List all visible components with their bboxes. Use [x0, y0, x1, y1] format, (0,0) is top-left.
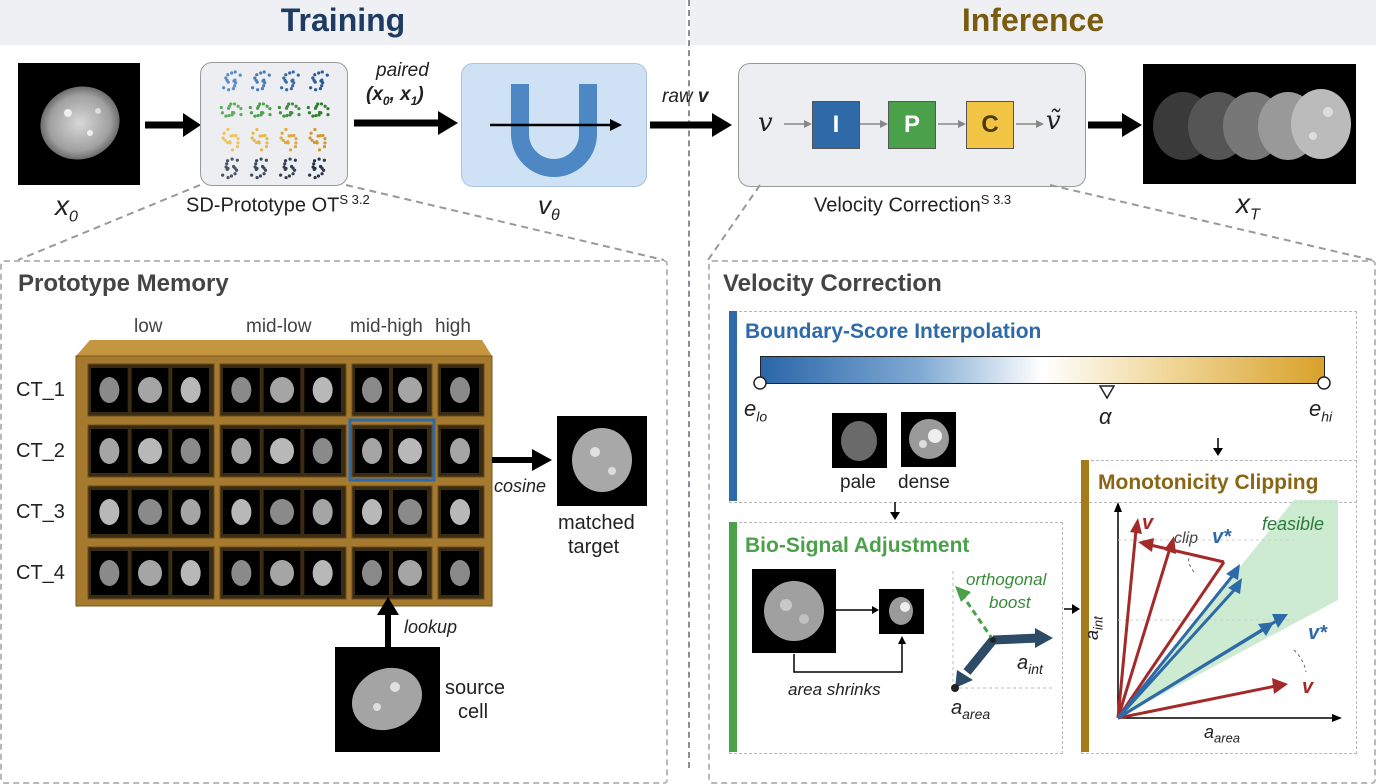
interpolation-gradient-bar — [760, 356, 1325, 384]
bio-signal-block: P — [888, 101, 936, 149]
a-int-label: aint — [1017, 652, 1043, 677]
orthogonal-boost-diagram — [951, 568, 1055, 692]
flow-small-arrows — [890, 438, 1223, 614]
feasible-label: feasible — [1262, 514, 1325, 534]
x0-label: x0 — [55, 190, 78, 226]
clipping-block: C — [966, 101, 1014, 149]
col-mid-low: mid-low — [246, 316, 312, 337]
row-ct4: CT_4 — [16, 562, 65, 584]
v-star-label-bottom: v* — [1308, 622, 1327, 644]
matched-label: matched — [558, 512, 635, 534]
prototype-memory-title: Prototype Memory — [18, 270, 229, 297]
col-mid-high: mid-high — [350, 316, 423, 337]
e-lo-label: elo — [744, 396, 768, 425]
col-high: high — [435, 316, 471, 337]
xt-cell-sequence-image — [1143, 64, 1356, 184]
pair-label: (x0, x1) — [366, 84, 424, 108]
clipping-title: Monotonicity Clipping — [1098, 471, 1319, 494]
lookup-label: lookup — [404, 617, 458, 637]
interpolation-block: I — [812, 101, 860, 149]
v-red-label-bottom: v — [1302, 676, 1314, 698]
clip-label: clip — [1174, 530, 1199, 547]
bio-signal-bar — [729, 522, 737, 752]
matched-target-image — [557, 416, 647, 506]
prototype-shelf — [75, 340, 493, 607]
arrow-to-xt — [1088, 113, 1142, 137]
dense-cell-image — [901, 412, 956, 467]
alpha-label: α — [1099, 404, 1112, 429]
training-title: Training — [280, 2, 406, 38]
e-hi-label: ehi — [1309, 396, 1333, 425]
raw-v-label: raw v — [662, 86, 709, 107]
ot-label: SD-Prototype OTS 3.2 — [186, 192, 370, 217]
boundary-score-bar — [729, 311, 737, 501]
orthogonal-label: orthogonal — [966, 570, 1047, 589]
xt-label: xT — [1236, 188, 1260, 224]
large-cell-image — [752, 569, 836, 653]
paired-label: paired — [376, 60, 429, 81]
target-label: target — [568, 536, 620, 558]
v-star-label-top: v* — [1212, 526, 1231, 548]
row-ct3: CT_3 — [16, 501, 65, 523]
x0-cell-image — [18, 63, 140, 185]
cosine-arrow — [492, 449, 552, 471]
bio-signal-title: Bio-Signal Adjustment — [745, 534, 970, 557]
sd-prototype-ot-box — [200, 62, 348, 186]
arrow-to-velocity-correction — [650, 113, 732, 137]
gradient-endpoints — [753, 376, 1331, 400]
velocity-correction-label: Velocity CorrectionS 3.3 — [814, 192, 1012, 217]
cosine-label: cosine — [494, 476, 547, 496]
col-low: low — [134, 316, 163, 337]
prototype-clusters-icon — [219, 70, 330, 180]
arrow-ot-to-vtheta — [354, 111, 458, 135]
boost-label: boost — [989, 593, 1031, 612]
row-ct1: CT_1 — [16, 379, 65, 401]
y-axis-label: aint — [1082, 616, 1106, 640]
row-ct2: CT_2 — [16, 440, 65, 462]
pale-label: pale — [840, 472, 876, 493]
velocity-correction-title: Velocity Correction — [723, 270, 942, 297]
zoom-lines — [17, 184, 1373, 261]
x-axis-label: aarea — [1204, 722, 1241, 746]
cell-label: cell — [458, 701, 489, 723]
area-shrinks-arrows — [793, 606, 906, 673]
section-divider — [688, 0, 690, 768]
v-red-label-top: v — [1142, 512, 1154, 534]
dense-label: dense — [898, 472, 950, 493]
inference-header-band — [690, 0, 1376, 45]
v-tilde-symbol: ṽ — [1046, 106, 1061, 136]
clipping-bar — [1081, 460, 1089, 752]
pale-cell-image — [832, 413, 887, 468]
arrow-x0-to-ot — [145, 113, 201, 137]
u-net-icon — [490, 84, 622, 177]
v-input-symbol: v — [758, 108, 773, 138]
v-theta-label: vθ — [538, 190, 560, 225]
pipeline-thin-arrows — [784, 120, 1044, 128]
lookup-arrow — [377, 597, 399, 650]
inference-title: Inference — [961, 2, 1105, 38]
clipping-vector-diagram — [1114, 500, 1342, 722]
a-area-label: aarea — [951, 697, 991, 722]
small-cell-image — [879, 589, 924, 634]
source-cell-image — [335, 647, 440, 752]
training-header-band — [0, 0, 686, 45]
v-theta-network-box — [461, 63, 647, 187]
source-label: source — [445, 677, 506, 699]
area-shrinks-label: area shrinks — [788, 680, 881, 699]
boundary-score-title: Boundary-Score Interpolation — [745, 320, 1042, 343]
